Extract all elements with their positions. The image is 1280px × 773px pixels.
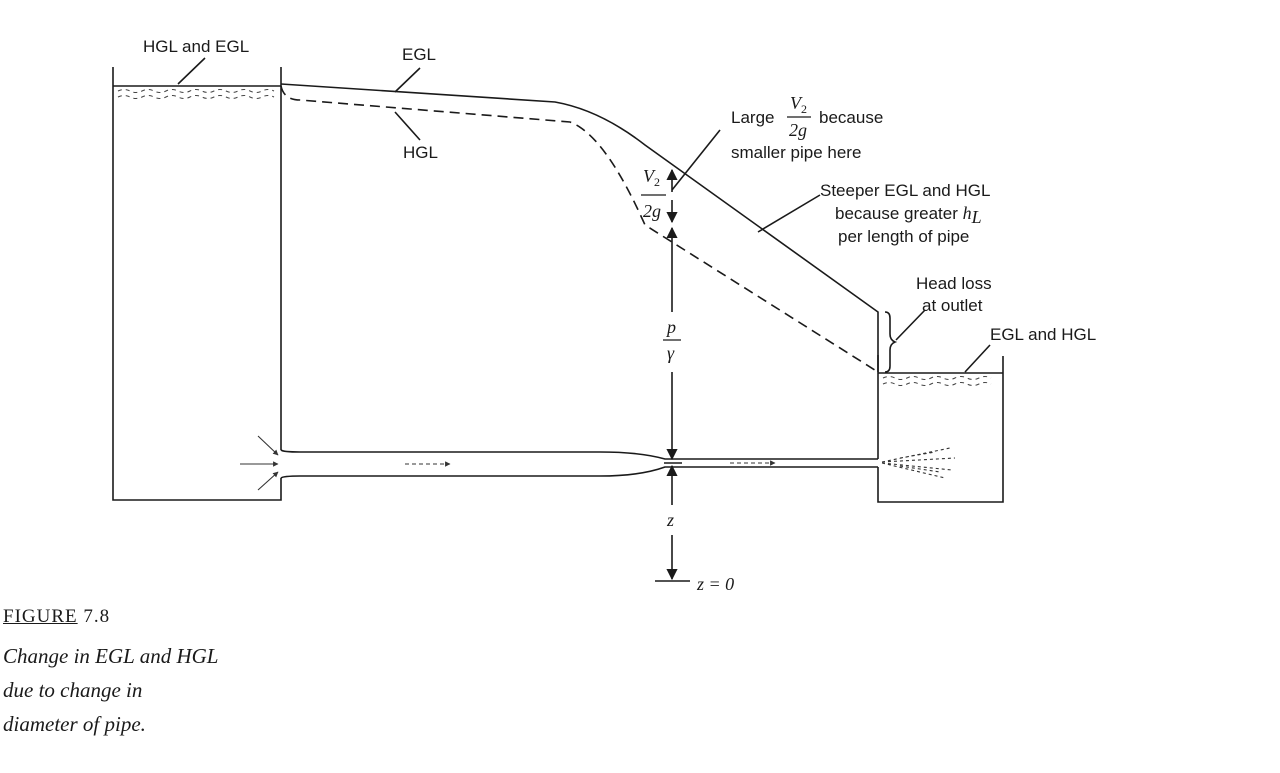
inlet-converge-top: [257, 435, 279, 456]
elevation-z-label: z: [666, 510, 674, 530]
label-egl-and-hgl: EGL and HGL: [990, 325, 1096, 344]
leader-hgl: [394, 111, 421, 141]
label-because: because: [819, 108, 883, 127]
leader-egl: [394, 67, 421, 93]
right-water-ripples: [882, 376, 992, 386]
pressure-head-numerator: p: [665, 317, 676, 337]
caption-line-2: due to change in: [3, 678, 143, 702]
label-steeper-line2: because greater hL: [835, 203, 982, 227]
label-head-loss-line2: at outlet: [922, 296, 983, 315]
pressure-head-denominator: γ: [667, 343, 675, 363]
v2-fraction-denominator: 2g: [789, 120, 807, 140]
label-head-loss-line1: Head loss: [916, 274, 992, 293]
leader-large: [671, 129, 721, 191]
velocity-head-numerator: V2: [643, 166, 660, 189]
leader-head-loss: [895, 309, 926, 341]
label-hgl-and-egl: HGL and EGL: [143, 37, 249, 56]
figure-number: FIGURE 7.8: [3, 606, 111, 627]
label-large: Large: [731, 108, 774, 127]
leader-egl-hgl-right: [964, 344, 991, 373]
pipe-top-wall: [280, 449, 878, 460]
label-smaller-pipe-here: smaller pipe here: [731, 143, 861, 162]
pipe-bottom-wall: [280, 466, 878, 479]
leader-steeper: [757, 194, 821, 233]
label-steeper-line1: Steeper EGL and HGL: [820, 181, 990, 200]
v2-fraction-numerator: V2: [790, 93, 807, 116]
inlet-converge-bottom: [257, 471, 279, 491]
label-egl: EGL: [402, 45, 436, 64]
right-reservoir: [877, 356, 1004, 503]
label-steeper-line3: per length of pipe: [838, 227, 969, 246]
datum-z-zero-label: z = 0: [696, 574, 734, 594]
left-reservoir: [112, 67, 282, 501]
hgl-line: [280, 85, 879, 373]
outlet-jet-dispersion: [881, 447, 956, 479]
label-hgl: HGL: [403, 143, 438, 162]
velocity-head-denominator: 2g: [643, 201, 661, 221]
caption-line-1: Change in EGL and HGL: [3, 644, 219, 668]
caption-line-3: diameter of pipe.: [3, 712, 146, 736]
egl-line: [280, 83, 879, 372]
left-water-ripples: [117, 89, 275, 99]
leader-hgl-egl: [177, 57, 206, 85]
head-loss-brace: [884, 311, 898, 373]
